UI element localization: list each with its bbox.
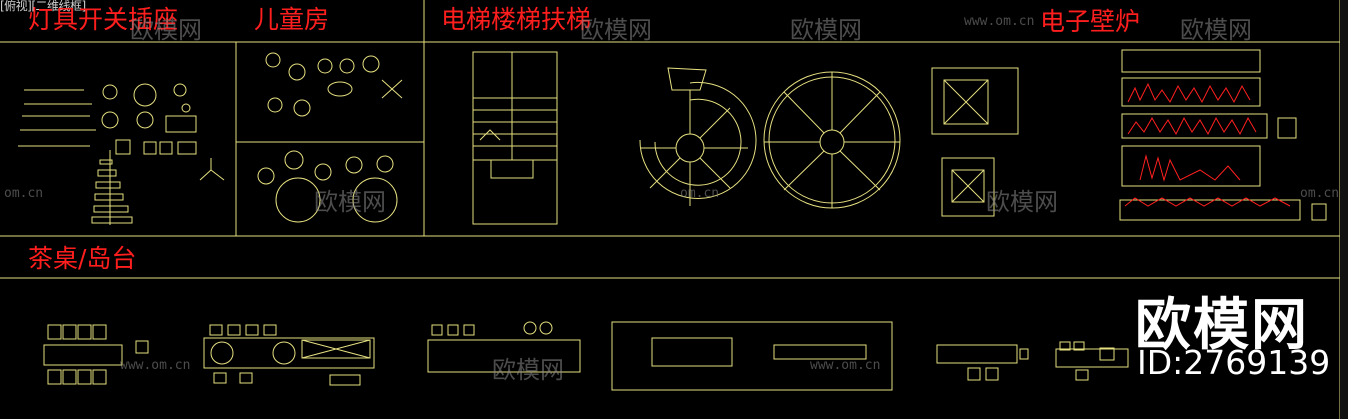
section-title-tea-table: 茶桌/岛台: [28, 244, 137, 273]
model-id: ID:2769139: [1137, 343, 1331, 382]
spiral-stair-2: [763, 71, 901, 209]
stair-plan: [472, 51, 558, 225]
watermark-brand: 欧模网: [790, 16, 862, 44]
spiral-stair-1: [639, 67, 757, 206]
watermark-site: www.om.cn: [810, 358, 881, 373]
watermark-site-short: om.cn: [680, 186, 720, 201]
viewport-label[interactable]: [俯视][二维线框]: [0, 0, 86, 13]
watermark-site: www.om.cn: [964, 14, 1035, 29]
watermark-brand: 欧模网: [130, 16, 202, 44]
section-title-kids-room: 儿童房: [254, 5, 330, 34]
light-symbols: [18, 83, 225, 225]
section-title-lights: 灯具开关插座: [28, 5, 179, 34]
tea-table-plans: [43, 321, 1129, 391]
watermark-site: www.om.cn: [120, 358, 191, 373]
vertical-scrollbar[interactable]: [1340, 0, 1348, 419]
watermark-brand: 欧模网: [986, 188, 1058, 216]
section-title-stairs: 电梯楼梯扶梯: [441, 5, 592, 34]
section-title-fireplace: 电子壁炉: [1040, 7, 1141, 36]
kids-room-symbols: [257, 52, 403, 223]
elevator-plans: [931, 67, 1019, 217]
fire-flames: [1124, 82, 1291, 207]
watermark-brand: 欧模网: [314, 188, 386, 216]
watermark-brand: 欧模网: [1180, 16, 1252, 44]
watermark-site-short: om.cn: [1300, 186, 1340, 201]
watermark-brand: 欧模网: [492, 356, 564, 384]
brand-logo: 欧模网: [1135, 293, 1309, 358]
watermark-brand: 欧模网: [580, 16, 652, 44]
watermark-site-short: om.cn: [4, 186, 44, 201]
fireplace-plans: [1119, 49, 1327, 221]
